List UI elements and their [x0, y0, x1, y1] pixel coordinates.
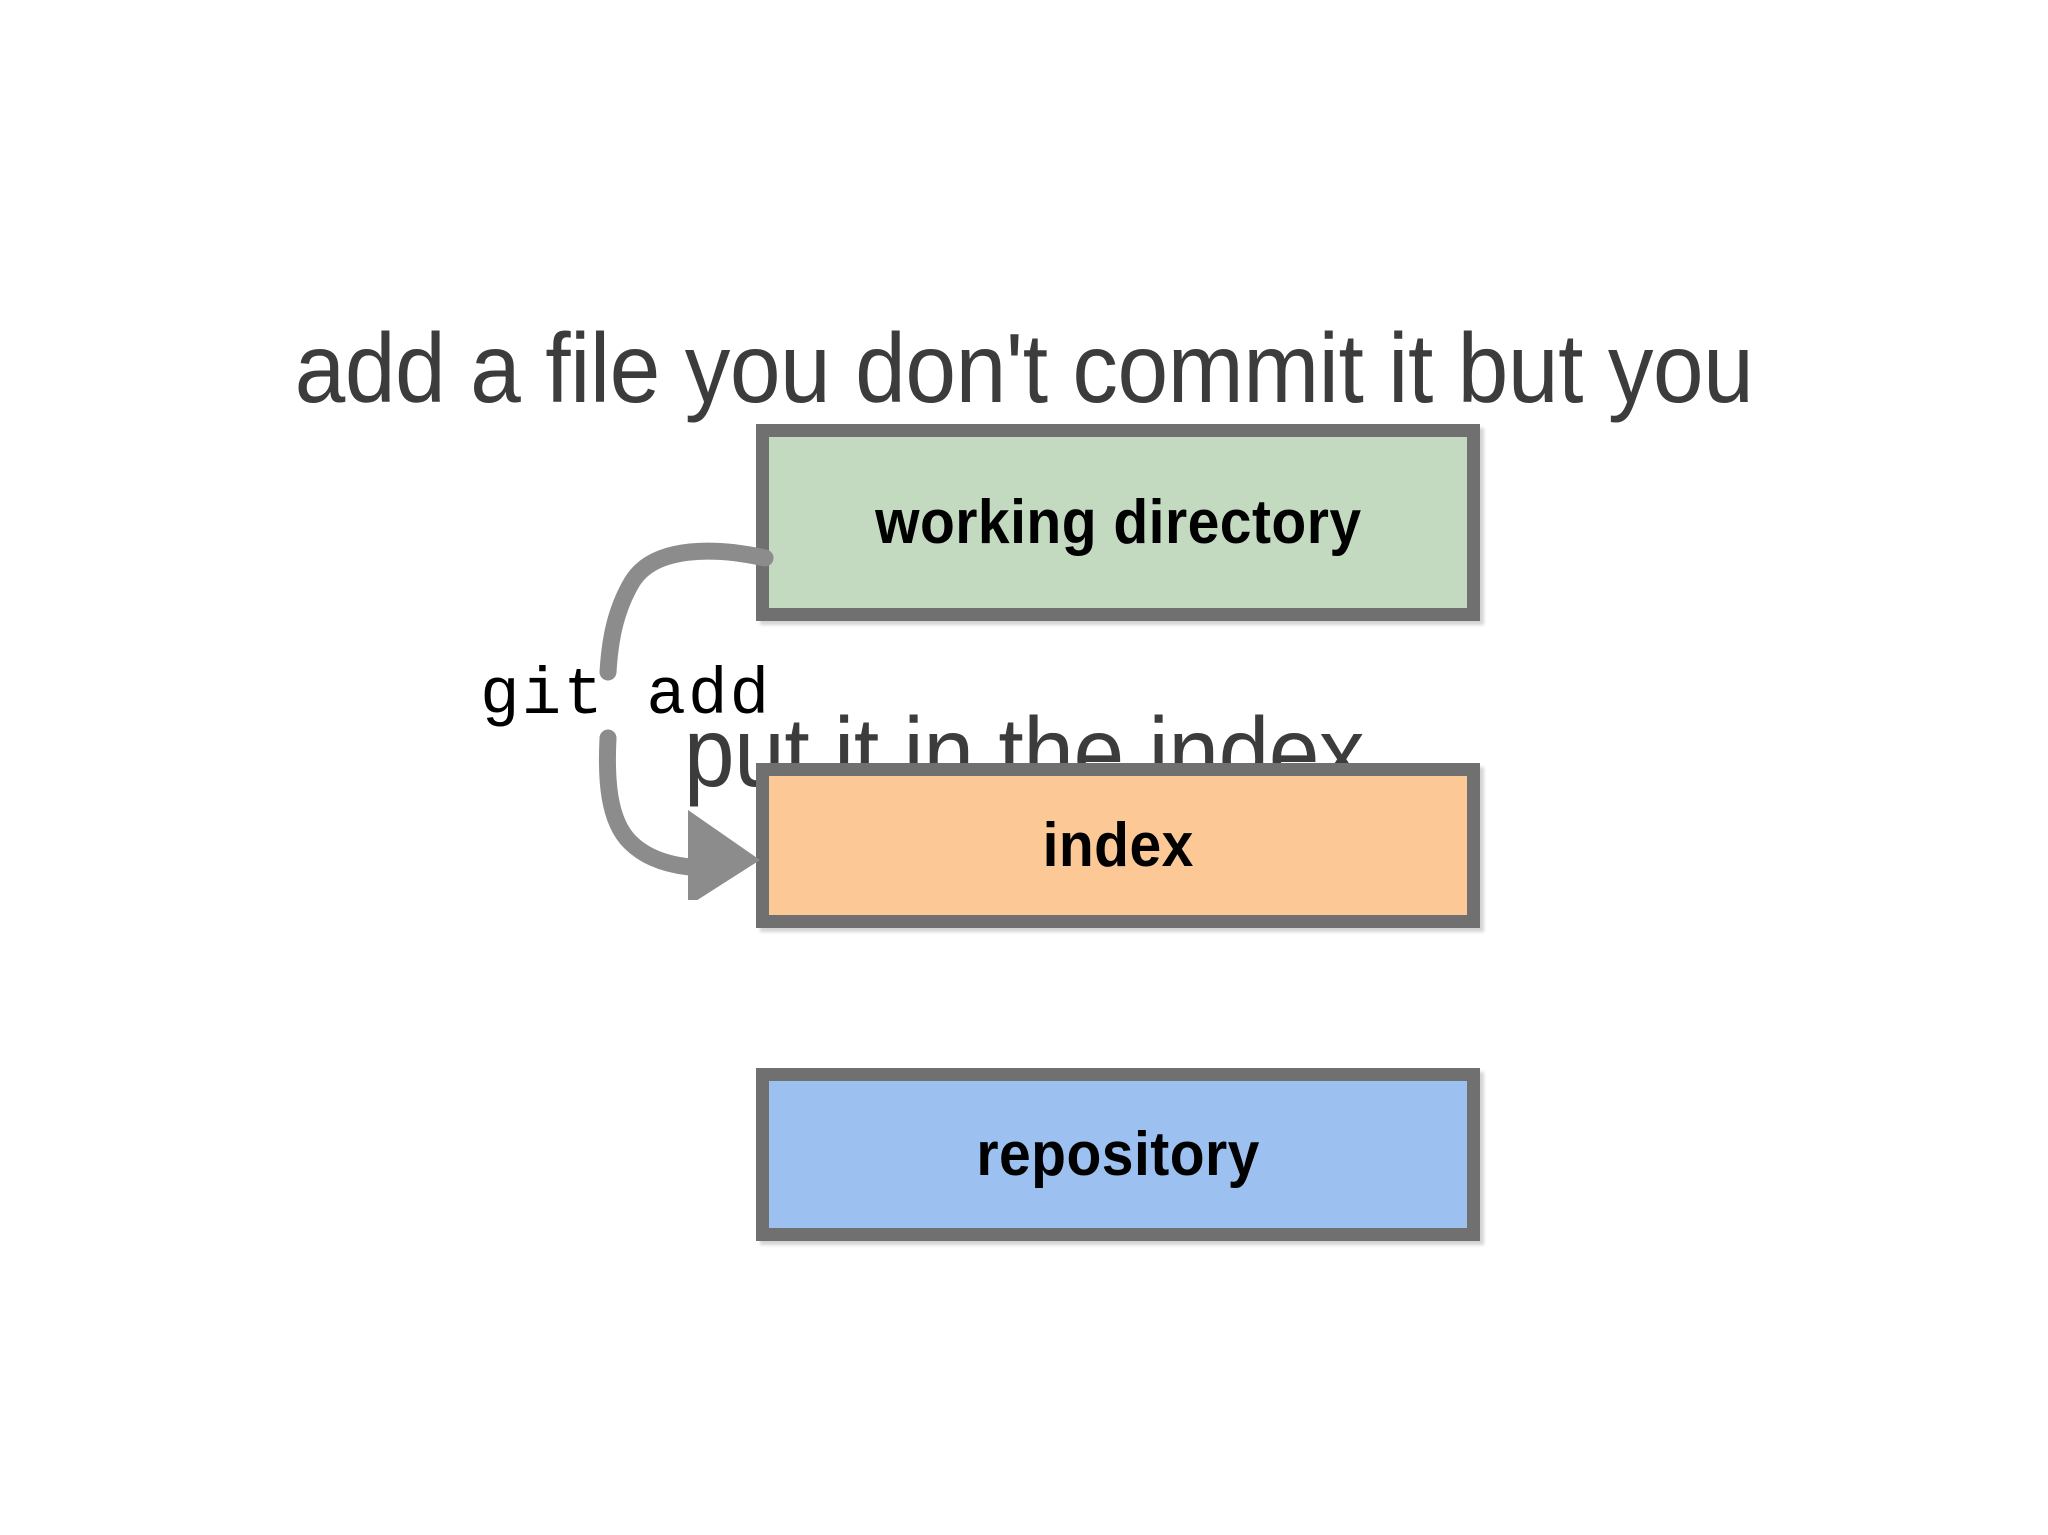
node-index-label: index — [1042, 811, 1194, 880]
node-repository-label: repository — [976, 1120, 1260, 1189]
node-working-directory[interactable]: working directory — [756, 424, 1480, 621]
node-repository[interactable]: repository — [756, 1068, 1480, 1241]
page-title-line-1: add a file you don't commit it but you — [294, 313, 1754, 423]
node-working-directory-label: working directory — [874, 488, 1362, 557]
node-index[interactable]: index — [756, 763, 1480, 928]
git-add-label: git add — [480, 658, 772, 733]
